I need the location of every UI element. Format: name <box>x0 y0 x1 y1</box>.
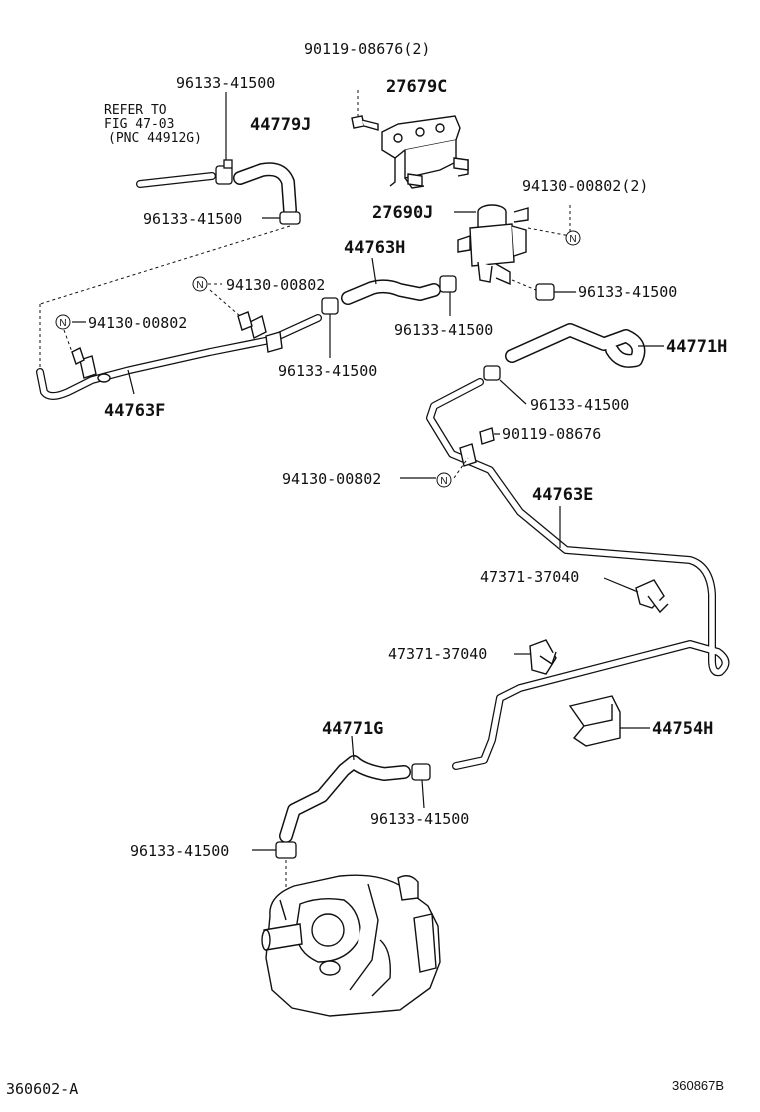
label-hose-44771h: 44771H <box>666 337 727 357</box>
label-clamp-8: 96133-41500 <box>130 842 229 860</box>
bolt-top-drawing <box>351 90 379 131</box>
clip-2-drawing <box>514 639 557 675</box>
bracket-44754h-drawing <box>568 695 650 747</box>
label-refer-line2: FIG 47-03 <box>104 117 174 132</box>
pipe-44763f-drawing <box>36 304 322 400</box>
label-nut-1: 94130-00802 <box>226 276 325 294</box>
nut-symbol-2-text: N <box>569 234 576 245</box>
nut-symbol-1: N <box>192 276 208 292</box>
clip-1-drawing <box>603 577 669 614</box>
nut-symbol-3-text: N <box>59 318 66 329</box>
label-bracket-27679c: 27679C <box>386 77 447 97</box>
label-hose-44771g: 44771G <box>322 719 383 739</box>
label-bracket-44754h: 44754H <box>652 719 713 739</box>
nut-3-drawing <box>63 329 85 365</box>
clamp-4-drawing <box>511 279 576 301</box>
pipe-44763e-drawing <box>426 378 730 770</box>
clamp-6-drawing <box>483 365 527 405</box>
label-bolt-2: 90119-08676 <box>502 425 601 443</box>
clamp-7-drawing <box>411 763 431 809</box>
nut-symbol-2: N <box>565 230 581 246</box>
label-refer-line3: (PNC 44912G) <box>108 131 202 146</box>
clamp-1-drawing <box>215 92 233 185</box>
label-clamp-2: 96133-41500 <box>143 210 242 228</box>
clamp-8-drawing <box>252 841 297 900</box>
nut-1-drawing <box>209 289 253 331</box>
nut-symbol-3: N <box>55 314 71 330</box>
label-clamp-4: 96133-41500 <box>578 283 677 301</box>
label-refer-line1: REFER TO <box>104 103 167 118</box>
label-nut-4: 94130-00802 <box>282 470 381 488</box>
label-bolt-top: 90119-08676(2) <box>304 40 430 58</box>
label-clamp-3: 96133-41500 <box>394 321 493 339</box>
nut-symbol-4: N <box>436 472 452 488</box>
nut-4-drawing <box>453 457 469 479</box>
label-pipe-44763e: 44763E <box>532 485 593 505</box>
label-clamp-7: 96133-41500 <box>370 810 469 828</box>
label-clip-1: 47371-37040 <box>480 568 579 586</box>
nut-symbol-1-text: N <box>196 280 203 291</box>
label-pipe-44763f: 44763F <box>104 401 165 421</box>
engine-component-drawing <box>261 874 441 1017</box>
hose-44771g-drawing <box>279 735 411 843</box>
refer-pipe-drawing <box>136 172 216 188</box>
bolt-2-drawing <box>479 427 500 445</box>
label-vsv-27690j: 27690J <box>372 203 433 223</box>
hose-44779j-drawing <box>233 162 297 217</box>
footer-left-code: 360602-A <box>6 1080 78 1098</box>
label-hose-44779j: 44779J <box>250 115 311 135</box>
label-nut-3: 94130-00802 <box>88 314 187 332</box>
clamp-3-drawing <box>439 275 457 316</box>
label-clamp-6: 96133-41500 <box>530 396 629 414</box>
bracket-27679c-drawing <box>381 115 469 189</box>
clamp-5-drawing <box>321 297 339 358</box>
vsv-27690j-drawing <box>454 204 571 286</box>
label-clamp-1: 96133-41500 <box>176 74 275 92</box>
footer-right-code: 360867B <box>672 1078 724 1093</box>
label-clamp-5: 96133-41500 <box>278 362 377 380</box>
label-nut-2: 94130-00802(2) <box>522 177 648 195</box>
label-hose-44763h: 44763H <box>344 238 405 258</box>
hose-44763h-drawing <box>341 257 441 305</box>
nut-symbol-4-text: N <box>440 476 447 487</box>
hose-44771h-drawing <box>505 323 664 368</box>
label-clip-2: 47371-37040 <box>388 645 487 663</box>
clamp-2-drawing <box>39 211 301 305</box>
